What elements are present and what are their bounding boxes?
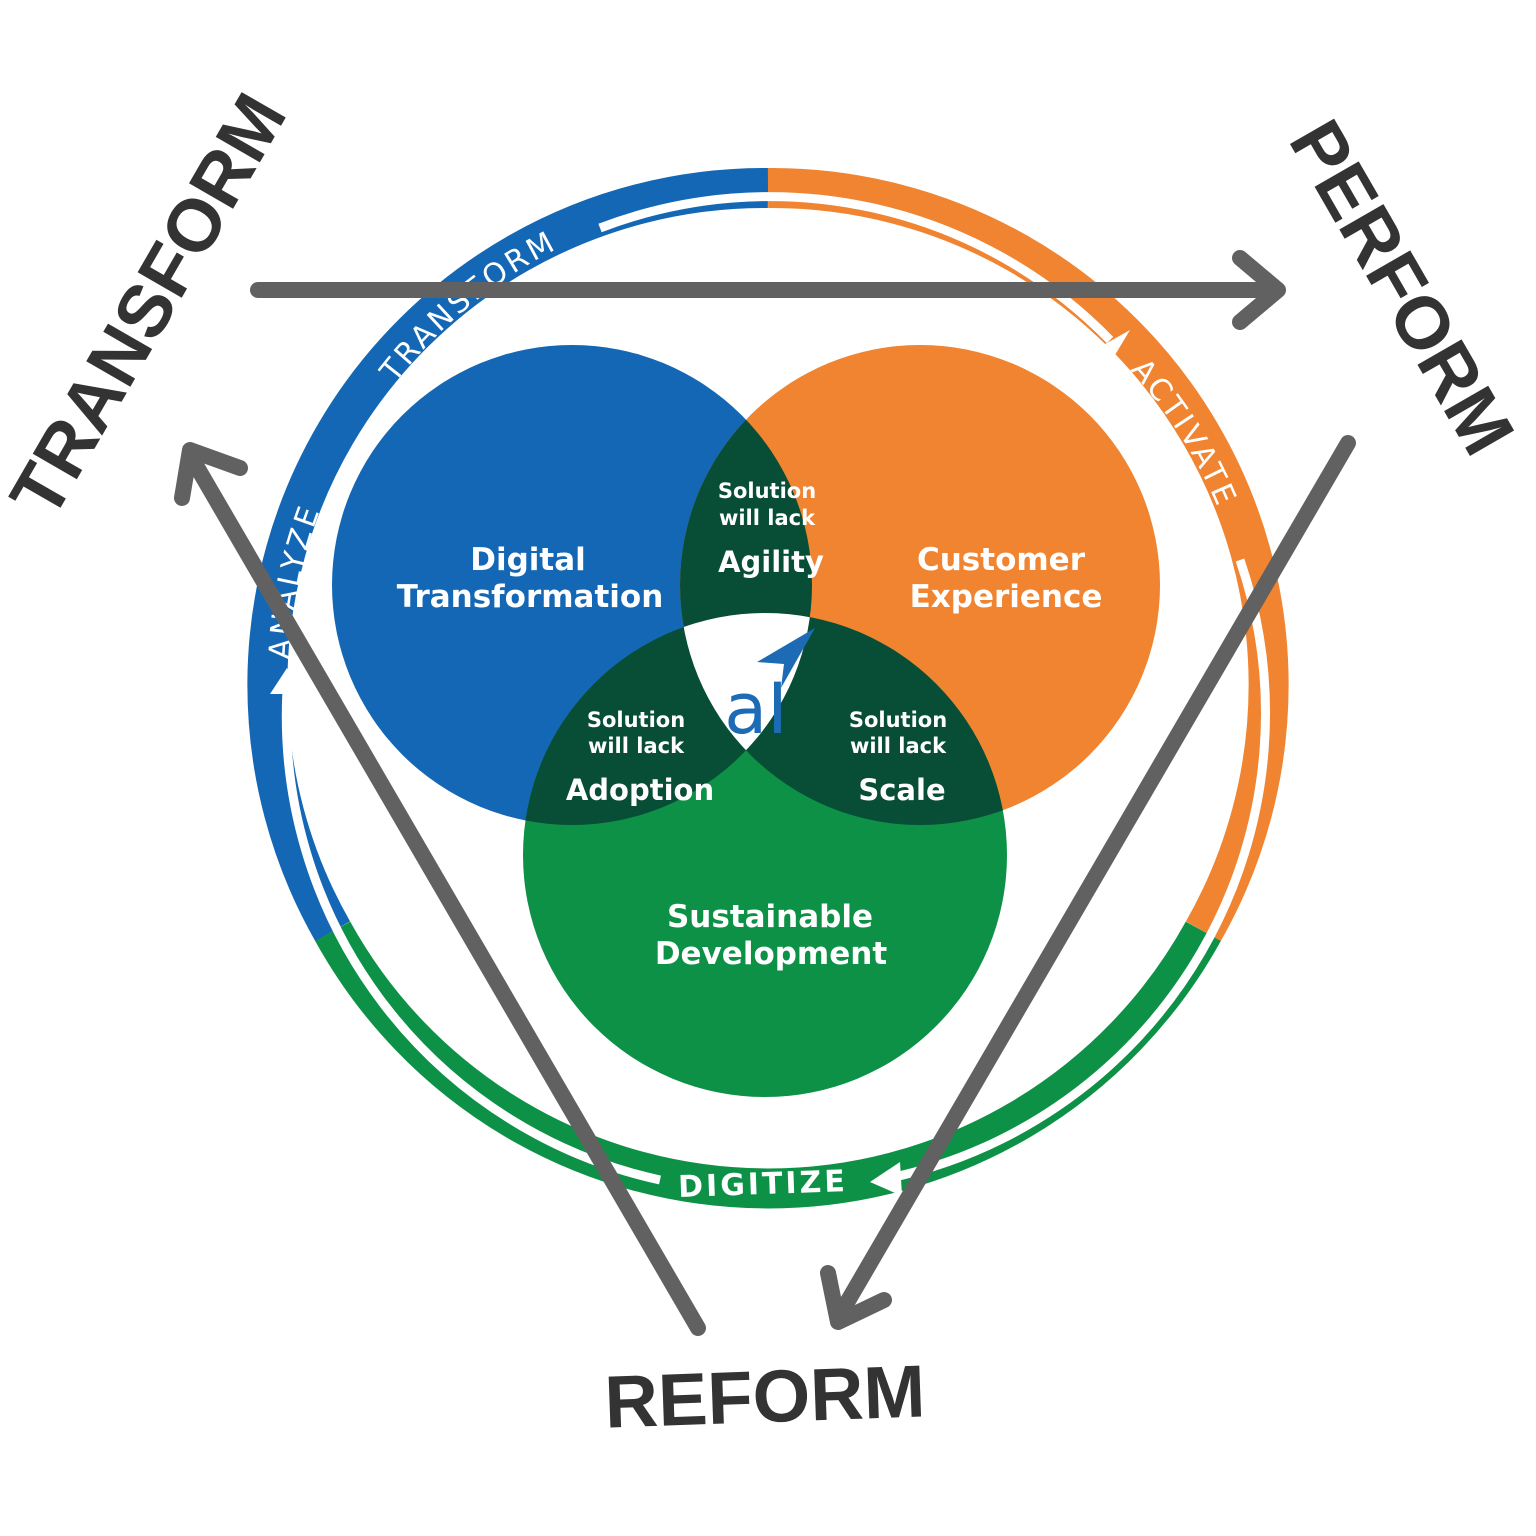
- outer-label-reform: REFORM: [603, 1349, 926, 1443]
- scale-label: Scale: [858, 773, 945, 807]
- venn-diagram: [332, 345, 1160, 1097]
- gray-arrowhead-reform: [820, 1265, 892, 1330]
- overlap-adoption: [523, 613, 812, 825]
- logo-arrow-icon: [757, 628, 815, 688]
- ring-label-digitize: DIGITIZE: [678, 1164, 849, 1205]
- sustainable-development-line1: Sustainable: [667, 899, 873, 935]
- agility-label: Agility: [718, 545, 824, 579]
- adoption-label: Adoption: [566, 773, 714, 807]
- outer-label-perform: PERFORM: [1274, 106, 1531, 468]
- overlap-scale: [680, 613, 1007, 825]
- adoption-line2: will lack: [588, 734, 685, 758]
- customer-experience-line2: Experience: [910, 579, 1103, 615]
- agility-line2: will lack: [719, 506, 816, 530]
- flow-arrowhead-digitize: [870, 1162, 902, 1196]
- gray-arrowhead-perform: [1232, 250, 1286, 330]
- gray-triangle-arrows: [174, 250, 1356, 1336]
- flow-line-digitize: [281, 689, 661, 1185]
- outer-label-transform: TRANSFORM: [0, 80, 302, 531]
- scale-line2: will lack: [850, 734, 947, 758]
- digital-transformation-line2: Transformation: [397, 579, 664, 615]
- flow-line-activate: [879, 558, 1270, 1185]
- logo-text: aI: [724, 668, 788, 750]
- gray-arrow-perform-to-reform: [830, 435, 1356, 1326]
- adoption-line1: Solution: [587, 708, 685, 732]
- gray-arrow-reform-to-transform: [182, 447, 706, 1336]
- flow-arrowhead-activate: [1098, 330, 1130, 360]
- digital-transformation-line1: Digital: [470, 542, 586, 578]
- gray-arrowhead-transform: [174, 442, 248, 506]
- sustainable-development-line2: Development: [655, 936, 887, 972]
- scale-line1: Solution: [849, 708, 947, 732]
- ai-logo: aI: [724, 628, 815, 750]
- customer-experience-line1: Customer: [917, 542, 1086, 578]
- agility-line1: Solution: [718, 479, 816, 503]
- flow-arrowhead-analyze: [270, 668, 304, 694]
- ring-arc-blue: [247, 167, 769, 942]
